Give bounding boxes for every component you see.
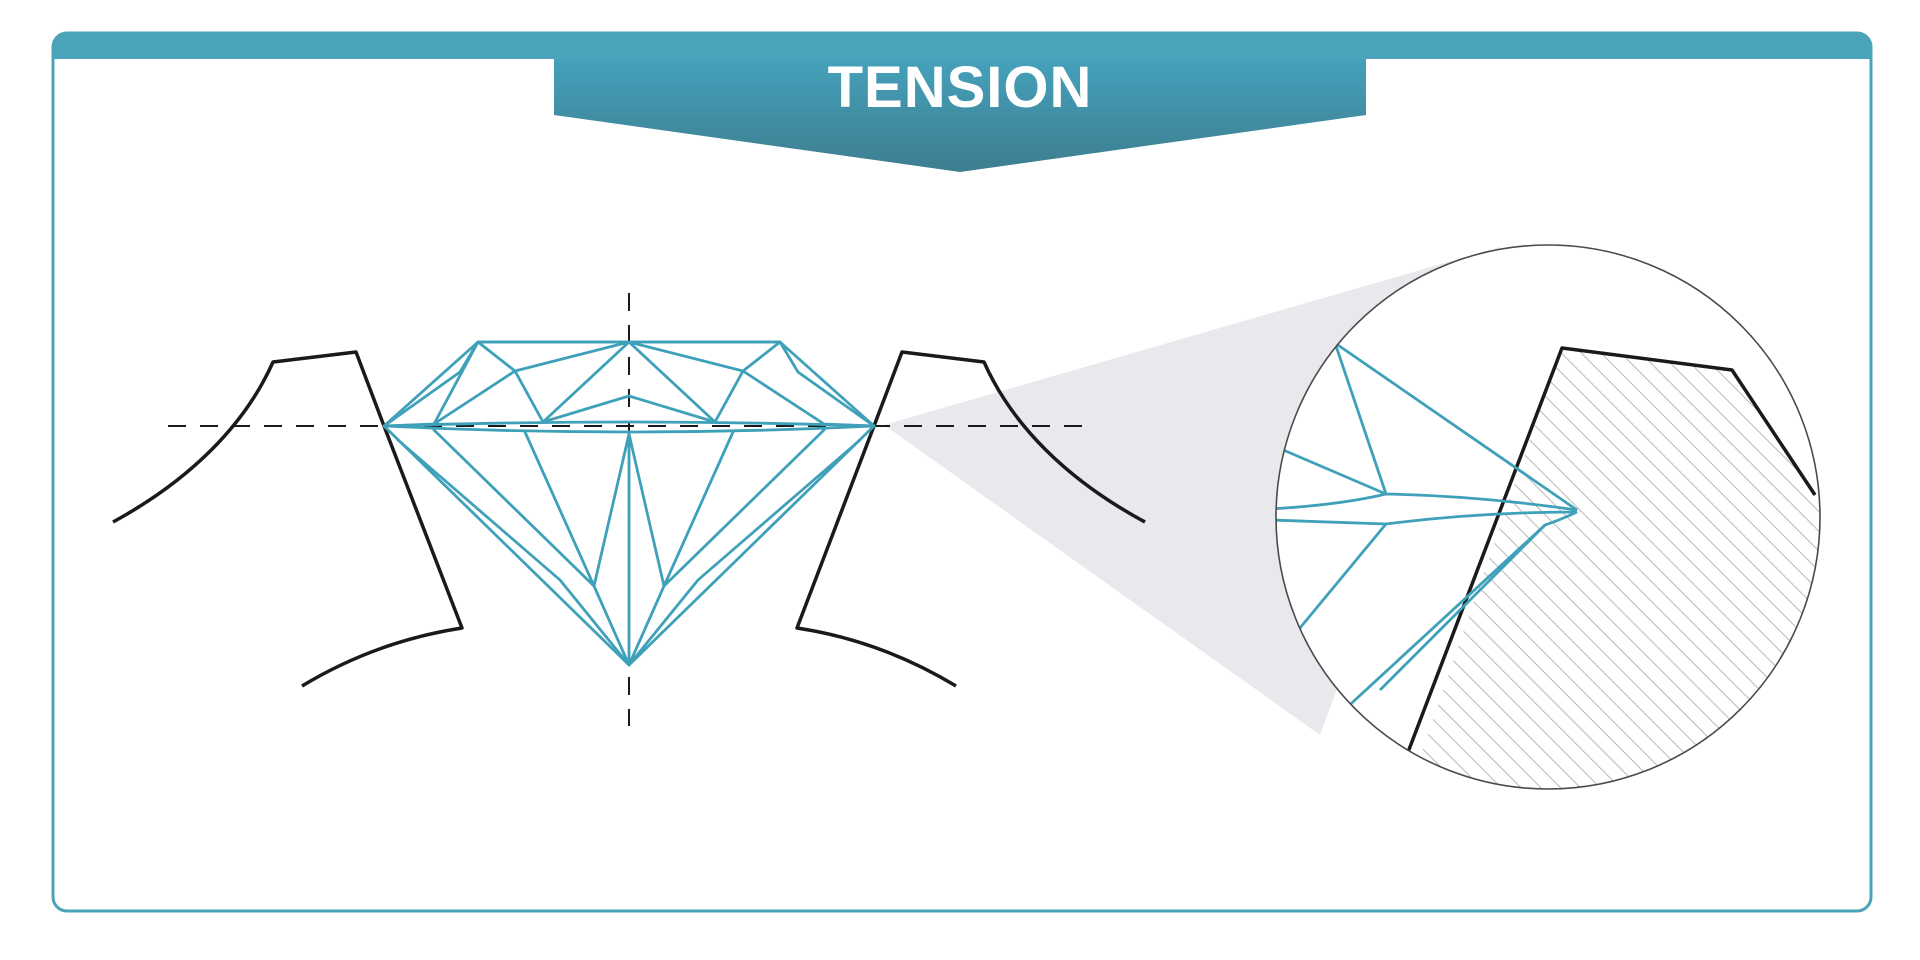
zoom-diamond-edge: [1276, 341, 1578, 714]
zoom-crown-line-2: [1333, 342, 1388, 495]
zoom-pavilion-line-2: [1288, 523, 1388, 641]
pavilion-facets: [396, 428, 862, 667]
zoom-girdle-lower: [1276, 510, 1578, 526]
metal-hatch: [1405, 348, 1820, 789]
left-band-outline: [112, 350, 464, 688]
title-banner: [554, 59, 1366, 172]
girdle-lower: [382, 424, 876, 434]
frame-top-bar: [53, 33, 1871, 59]
diamond: [382, 340, 876, 667]
banner-title: TENSION: [828, 55, 1093, 120]
zoom-crown-line-1: [1334, 341, 1578, 512]
zoom-detail: [1275, 244, 1821, 790]
zoom-band-outline: [1403, 346, 1817, 761]
zoom-pavilion-line-3: [1341, 523, 1546, 714]
right-band: [795, 350, 1146, 688]
zoom-circle-border: [1275, 244, 1821, 790]
left-band: [112, 350, 464, 688]
right-band-outline: [795, 350, 1146, 688]
girdle-upper: [382, 420, 876, 428]
zoom-pavilion-line-1: [1379, 510, 1578, 691]
zoom-girdle-upper: [1276, 492, 1578, 512]
